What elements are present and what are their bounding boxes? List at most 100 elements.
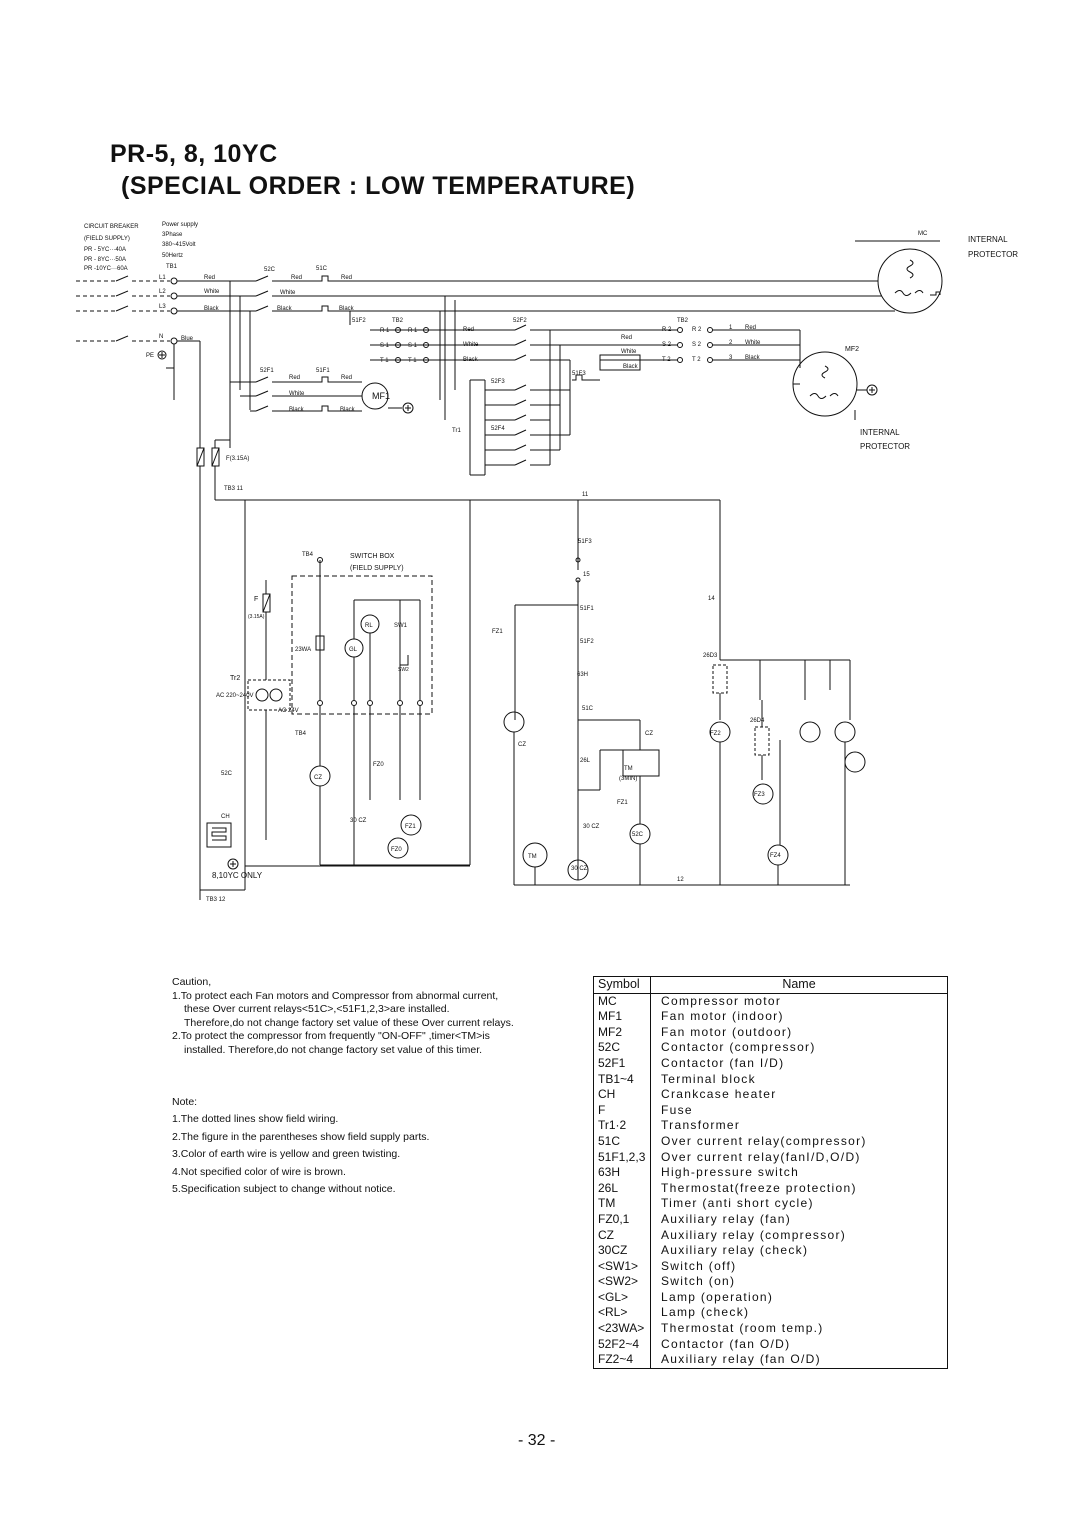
label-volt: 380~415Volt xyxy=(162,242,196,248)
wire-blue-n: Blue xyxy=(181,336,194,342)
label-tb3-12: TB3 12 xyxy=(206,897,226,903)
label-rl: RL xyxy=(365,623,373,629)
wire-black-l3: Black xyxy=(204,306,220,312)
label-pr10: PR -10YC···60A xyxy=(84,266,128,272)
label-26d4: 26D4 xyxy=(750,718,765,724)
label-r1-b: R 1 xyxy=(408,328,418,334)
legend-symbol: CZ xyxy=(593,1227,651,1244)
legend-name: Switch (on) xyxy=(661,1274,736,1289)
legend-symbol: F xyxy=(593,1102,651,1119)
legend-symbol: <SW1> xyxy=(593,1258,651,1275)
legend-row: <SW2>Switch (on) xyxy=(593,1274,948,1290)
label-51f2-ctrl: 51F2 xyxy=(580,639,594,645)
wire-black-52c: Black xyxy=(277,306,293,312)
page-number: - 32 - xyxy=(518,1432,556,1449)
legend-name: Crankcase heater xyxy=(661,1087,777,1102)
legend-name: Compressor motor xyxy=(661,993,782,1008)
label-cz-contact: CZ xyxy=(645,731,653,737)
label-sw2: SW2 xyxy=(398,667,409,673)
legend-symbol: MF2 xyxy=(593,1024,651,1041)
label-26d3: 26D3 xyxy=(703,653,718,659)
label-51c-ctrl: 51C xyxy=(582,706,594,712)
label-ac-out: AC 24V xyxy=(278,708,299,714)
label-30cz-sw: 30 CZ xyxy=(350,818,367,824)
label-cz-coil: CZ xyxy=(314,775,322,781)
wiring-diagram: CIRCUIT BREAKER (FIELD SUPPLY) PR - 5YC·… xyxy=(76,222,1018,903)
legend-name: High-pressure switch xyxy=(661,1165,800,1180)
legend-name: Auxiliary relay (fan) xyxy=(661,1211,791,1226)
label-l3: L3 xyxy=(159,304,166,310)
label-tb2-1: TB2 xyxy=(392,318,404,324)
legend-row: 63H High-pressure switch xyxy=(593,1165,948,1181)
label-52c-top: 52C xyxy=(264,267,276,273)
label-mf1: MF1 xyxy=(372,391,390,401)
label-mc: MC xyxy=(918,231,928,237)
note-item: 2.The figure in the parentheses show fie… xyxy=(172,1130,430,1143)
label-52c-coil: 52C xyxy=(632,832,644,838)
legend-header-row: Symbol Name xyxy=(593,976,948,994)
label-51f1-ctrl: 51F1 xyxy=(580,606,594,612)
legend-name: Over current relay(compressor) xyxy=(661,1133,867,1148)
legend-name: Lamp (operation) xyxy=(661,1289,774,1304)
legend-symbol: FZ2~4 xyxy=(593,1352,651,1369)
label-26l: 26L xyxy=(580,758,591,764)
label-gl: GL xyxy=(349,647,358,653)
legend-symbol: MC xyxy=(593,993,651,1010)
wire-red-52f1: Red xyxy=(289,375,300,381)
label-l1: L1 xyxy=(159,275,166,281)
legend-name: Timer (anti short cycle) xyxy=(661,1196,814,1211)
wire-red-f2: Red xyxy=(621,335,632,341)
legend-symbol: 52F1 xyxy=(593,1055,651,1072)
legend-symbol: TM xyxy=(593,1196,651,1212)
legend-symbol: 63H xyxy=(593,1165,651,1181)
label-52f3: 52F3 xyxy=(491,379,505,385)
label-3phase: 3Phase xyxy=(162,232,183,238)
note-item: 5.Specification subject to change withou… xyxy=(172,1183,396,1196)
label-node-14: 14 xyxy=(708,596,715,602)
legend-name: Contactor (fan O/D) xyxy=(661,1336,791,1351)
legend-name: Fan motor (indoor) xyxy=(661,1009,784,1024)
label-mf2: MF2 xyxy=(845,346,859,353)
label-tb4-low: TB4 xyxy=(295,731,307,737)
label-r2-b: R 2 xyxy=(692,327,702,333)
label-fuse-315: F(3.15A) xyxy=(226,456,249,462)
label-power-supply: Power supply xyxy=(162,222,198,228)
legend-row: TM Timer (anti short cycle) xyxy=(593,1196,948,1212)
legend-name: Contactor (compressor) xyxy=(661,1040,816,1055)
wire-white-mf2: White xyxy=(745,340,761,346)
caution-item2-a: 2.To protect the compressor from frequen… xyxy=(172,1030,490,1042)
wire-black-51c: Black xyxy=(339,306,355,312)
legend-symbol: <23WA> xyxy=(593,1321,651,1337)
label-switch-box-field: (FIELD SUPPLY) xyxy=(350,565,404,572)
wire-white-l2: White xyxy=(204,289,220,295)
caution-item1-b: these Over current relays<51C>,<51F1,2,3… xyxy=(184,1003,450,1015)
note-item: 4.Not specified color of wire is brown. xyxy=(172,1165,346,1178)
label-51f3: 51F3 xyxy=(572,371,586,377)
label-30cz-coil: 30 CZ xyxy=(571,866,588,872)
caution-item1-a: 1.To protect each Fan motors and Compres… xyxy=(172,989,499,1002)
label-tr2: Tr2 xyxy=(230,675,240,682)
legend-name: Thermostat (room temp.) xyxy=(661,1321,824,1336)
legend-name: Auxiliary relay (fan O/D) xyxy=(661,1352,821,1367)
label-fz1-ctrl: FZ1 xyxy=(617,800,628,806)
label-ch: CH xyxy=(221,814,230,820)
label-fz0-coil: FZ0 xyxy=(391,847,402,853)
legend-row: CH Crankcase heater xyxy=(593,1087,948,1103)
legend-name: Terminal block xyxy=(661,1071,756,1086)
legend-symbol: CH xyxy=(593,1087,651,1103)
label-23wa: 23WA xyxy=(295,647,311,653)
label-ac-in: AC 220~240V xyxy=(216,693,254,699)
wire-black-52f1: Black xyxy=(289,407,305,413)
label-pr5: PR - 5YC···40A xyxy=(84,247,126,253)
label-node-15: 15 xyxy=(583,572,590,578)
caution-block: Caution, 1.To protect each Fan motors an… xyxy=(172,976,592,1057)
label-sw1: SW1 xyxy=(394,623,408,629)
